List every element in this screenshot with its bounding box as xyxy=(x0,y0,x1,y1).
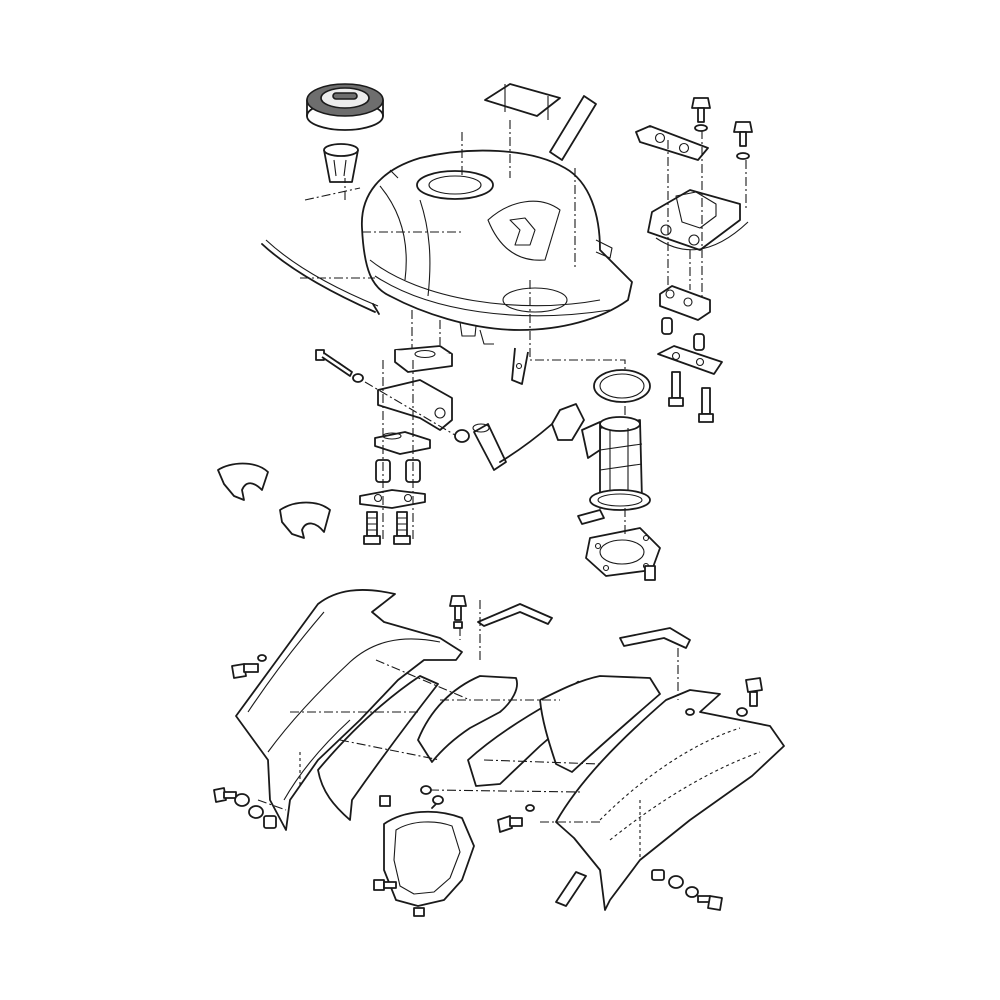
inner-panel-center-a xyxy=(417,675,518,763)
bolt-upper-left xyxy=(231,654,267,679)
rear-bolt-bottom-right xyxy=(698,387,714,423)
fuel-tank xyxy=(361,149,633,385)
lower-bolt-left xyxy=(363,511,381,545)
bolt-lower-right xyxy=(651,869,723,911)
rear-bolt-top-left xyxy=(691,97,711,132)
trim-strip-bottom xyxy=(555,871,587,907)
bolt-duct-top xyxy=(379,785,444,807)
front-mount-bolt xyxy=(315,349,364,383)
filler-strainer xyxy=(323,143,359,183)
fuel-level-sender xyxy=(472,403,585,471)
front-tank-bracket xyxy=(359,345,453,509)
small-cover-right xyxy=(279,501,331,539)
fuel-hose xyxy=(261,239,380,315)
inner-panel-right xyxy=(539,675,661,773)
air-duct xyxy=(383,799,475,907)
trim-strip-right xyxy=(619,627,691,649)
fuel-filler-cap xyxy=(306,83,384,131)
tank-side-strip xyxy=(549,95,597,161)
bolt-top-center xyxy=(449,595,467,629)
bolt-upper-right xyxy=(685,677,763,717)
collar-nut xyxy=(454,429,470,443)
left-side-panel xyxy=(235,589,463,831)
bolt-center xyxy=(497,804,535,833)
lower-bolt-right xyxy=(393,511,411,545)
pump-gasket xyxy=(585,527,661,577)
small-cover-left xyxy=(217,462,269,501)
rear-tank-bracket xyxy=(635,125,749,375)
rear-bolt-top-right xyxy=(733,121,753,160)
tank-top-pad xyxy=(484,83,561,120)
bolt-lower-left xyxy=(213,787,277,829)
trim-strip-top xyxy=(477,603,553,627)
rear-fairing-panel xyxy=(555,689,785,911)
fuel-tank-group xyxy=(217,83,753,581)
pump-retainer-ring xyxy=(593,369,651,403)
bolt-duct-bottom xyxy=(373,879,425,917)
fuel-pump xyxy=(577,416,651,525)
side-fairing-group xyxy=(213,589,785,917)
rear-bolt-bottom-left xyxy=(668,371,684,407)
gasket-screw xyxy=(644,565,656,581)
